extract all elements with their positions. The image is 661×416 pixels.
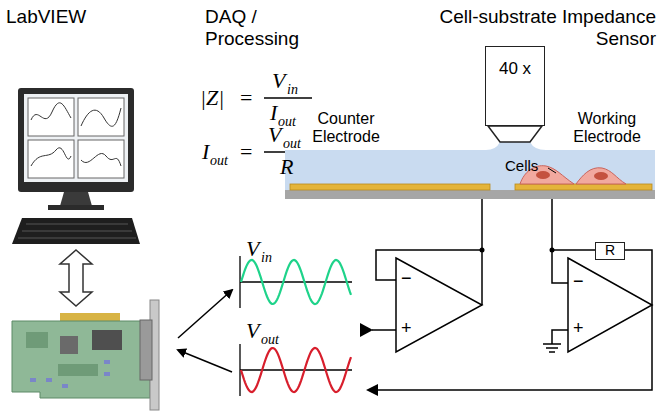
signal-arrow — [178, 290, 232, 338]
waveform-axis — [240, 369, 352, 370]
cells — [576, 168, 626, 184]
wires — [552, 330, 568, 344]
formula-symbol: V — [246, 236, 259, 261]
opamp-symbol — [396, 258, 482, 352]
formula-symbol: out — [261, 332, 279, 348]
counter-electrode — [290, 184, 490, 190]
fraction-bar — [264, 97, 312, 98]
computer-monitor — [24, 94, 128, 182]
daq-card — [46, 378, 52, 382]
text-label: Cells — [505, 157, 538, 174]
opamp-symbol — [568, 258, 652, 352]
formula-symbol: in — [261, 250, 272, 266]
keyboard — [18, 224, 136, 238]
formula-symbol: I — [270, 100, 277, 125]
formula-symbol: V — [272, 68, 285, 93]
daq-card — [12, 300, 159, 410]
daq-card — [104, 360, 110, 364]
formula-symbol: |Z| — [200, 85, 224, 110]
working-electrode — [515, 184, 652, 190]
junction-dot — [550, 248, 555, 253]
waveform-axis — [240, 281, 352, 282]
objective-tip — [488, 126, 542, 142]
daq-card — [30, 360, 110, 388]
computer-monitor — [28, 98, 74, 136]
text-label: DAQ / Processing — [205, 6, 317, 50]
formula-symbol: I — [202, 139, 209, 164]
formula-symbol: R — [280, 154, 293, 179]
computer-monitor — [31, 148, 71, 166]
formula-symbol: = — [240, 139, 252, 164]
junction-dot — [480, 248, 485, 253]
text-label: + — [401, 318, 412, 339]
computer-monitor — [18, 88, 134, 192]
formula-symbol: out — [283, 136, 301, 152]
leader-line — [548, 168, 556, 173]
input-marker — [360, 323, 373, 337]
microscope-objective: 40 x — [485, 46, 545, 126]
formula-symbol: V — [268, 122, 281, 147]
text-label: Working Electrode — [560, 110, 654, 147]
substrate — [285, 190, 655, 199]
culture-medium — [285, 142, 655, 190]
waveform-axis — [240, 256, 352, 396]
computer-monitor — [48, 205, 104, 210]
resistor-symbol: R — [595, 242, 625, 260]
text-label: + — [573, 318, 584, 339]
formula-symbol: V — [246, 318, 259, 343]
vout-wave — [241, 348, 351, 392]
computer-monitor — [81, 108, 121, 126]
daq-card — [60, 336, 78, 354]
daq-card — [92, 330, 122, 350]
cells — [594, 172, 608, 180]
vin-wave — [241, 260, 351, 304]
daq-card — [62, 384, 68, 388]
output-arrowhead — [366, 384, 378, 396]
formula-symbol: = — [240, 85, 252, 110]
computer-monitor — [78, 140, 124, 178]
computer-monitor — [18, 88, 134, 210]
node-text: R — [596, 243, 624, 257]
computer-monitor — [28, 140, 74, 178]
text-label: − — [573, 271, 584, 292]
computer-monitor — [60, 192, 92, 206]
formula-symbol: out — [210, 153, 228, 169]
double-arrow — [60, 250, 92, 306]
formula-symbol: in — [287, 82, 298, 98]
text-label: Cell-substrate Impedance Sensor — [420, 6, 656, 50]
daq-card — [30, 378, 36, 382]
computer-monitor — [78, 98, 124, 136]
wires — [372, 329, 396, 331]
wires — [372, 199, 652, 390]
node-text: 40 x — [486, 59, 544, 79]
wires — [552, 199, 568, 283]
daq-card — [12, 321, 150, 398]
ground-symbol — [543, 344, 561, 352]
ground-symbol — [546, 347, 558, 349]
keyboard — [12, 218, 140, 244]
daq-card — [104, 372, 110, 376]
daq-card — [58, 364, 98, 376]
keyboard — [12, 218, 140, 244]
daq-card — [60, 313, 120, 321]
text-label: LabVIEW — [6, 6, 86, 28]
computer-monitor — [81, 154, 121, 166]
text-label: − — [401, 268, 412, 289]
daq-card — [140, 320, 152, 380]
computer-monitor — [31, 103, 71, 120]
signal-arrow — [178, 350, 232, 372]
wires — [552, 249, 595, 251]
daq-card — [26, 332, 48, 348]
ground-symbol — [543, 343, 561, 345]
ground-symbol — [549, 351, 555, 353]
text-label: Counter Electrode — [298, 110, 394, 147]
